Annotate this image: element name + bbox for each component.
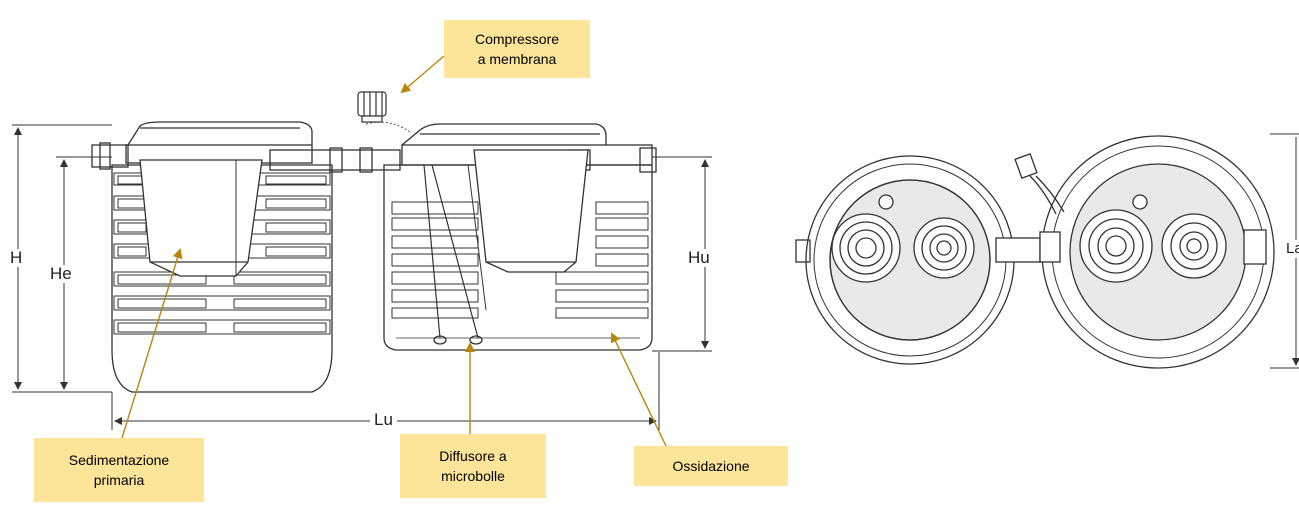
callout-oxidation: Ossidazione bbox=[634, 446, 788, 486]
right-tank bbox=[383, 123, 657, 351]
dim-label-h: H bbox=[10, 248, 23, 267]
dim-label-hu: Hu bbox=[688, 248, 710, 267]
left-tank-top-view bbox=[795, 155, 1041, 365]
left-tank bbox=[91, 121, 401, 393]
callout-diffuser: Diffusore a microbolle bbox=[400, 434, 546, 498]
dim-label-lu: Lu bbox=[370, 411, 397, 429]
callout-sedimentation: Sedimentazione primaria bbox=[34, 438, 204, 502]
dim-label-la: La bbox=[1286, 240, 1299, 258]
callout-compressor: Compressore a membrana bbox=[444, 20, 590, 78]
compressor bbox=[357, 91, 387, 123]
dim-label-he: He bbox=[50, 264, 72, 283]
right-tank-top-view bbox=[1014, 135, 1275, 369]
leader-lines bbox=[121, 55, 667, 447]
